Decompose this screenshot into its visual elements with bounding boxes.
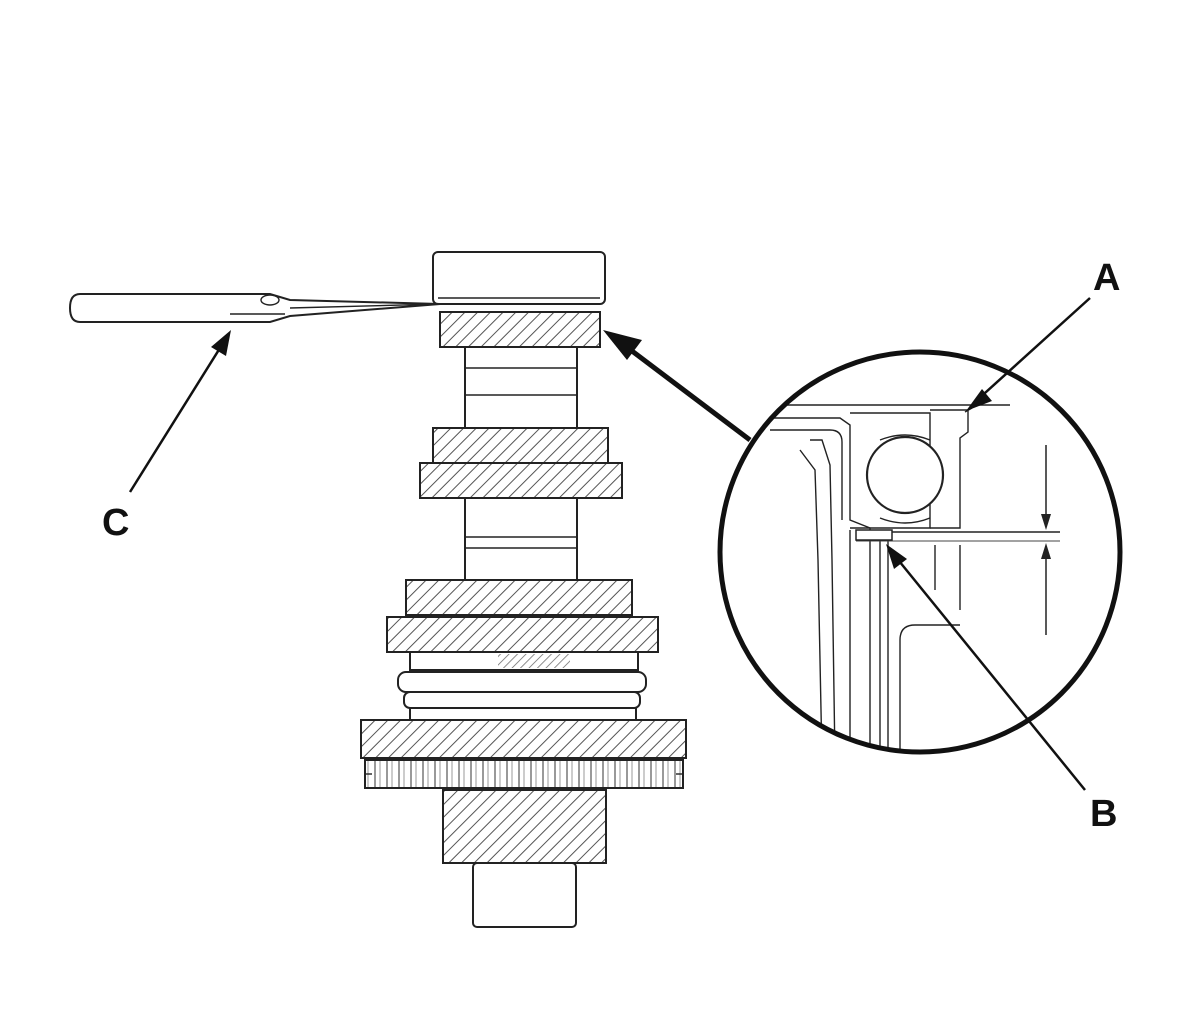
- callout-b-label: B: [1090, 793, 1117, 835]
- top-bearing-cap: [432, 251, 606, 305]
- gear-2-lower: [386, 616, 659, 653]
- callout-b: B: [886, 544, 1117, 835]
- feeler-gauge: [68, 293, 441, 323]
- detail-magnifier: [717, 349, 1123, 755]
- detail-pointer-arrow: [603, 330, 752, 442]
- shaft-end: [472, 862, 577, 928]
- gear-1-upper: [432, 427, 609, 464]
- callout-c-label: C: [102, 502, 129, 544]
- shaft-upper-section: [464, 344, 578, 431]
- lower-bearing: [442, 789, 607, 864]
- callout-c: C: [102, 330, 231, 544]
- callout-a-label: A: [1093, 257, 1120, 299]
- gear-1-lower: [419, 462, 623, 499]
- callout-a: A: [966, 257, 1120, 411]
- top-bearing: [439, 311, 601, 348]
- synchronizer-collar: [397, 651, 647, 721]
- gear-2-upper: [405, 579, 633, 616]
- gear-3-lower: [364, 759, 684, 789]
- gear-3-upper: [360, 719, 687, 759]
- shaft-assembly: [360, 251, 687, 928]
